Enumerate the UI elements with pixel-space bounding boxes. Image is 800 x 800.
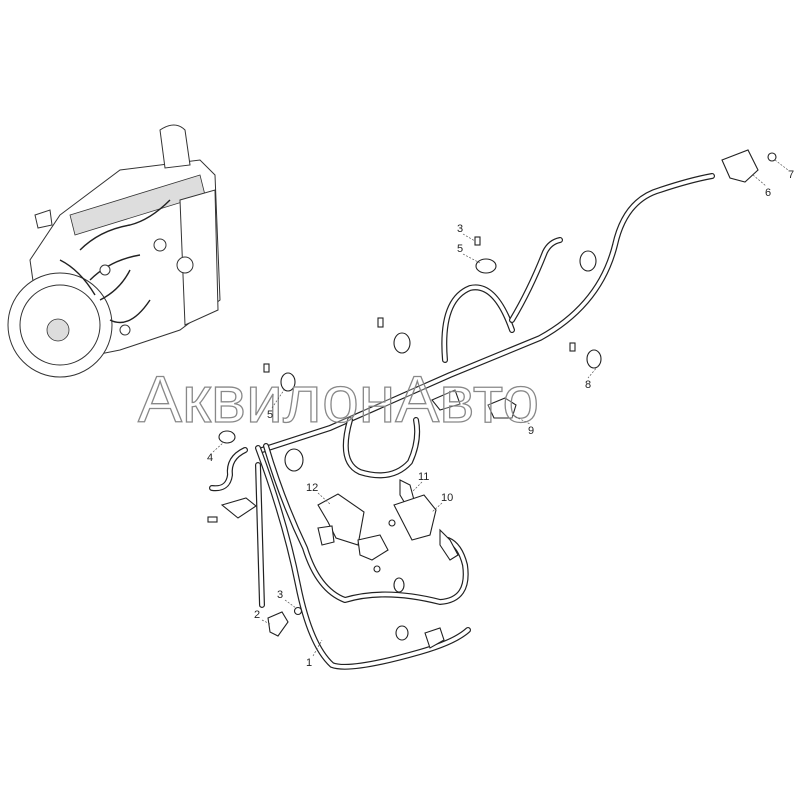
watermark: АквилонАвто bbox=[138, 362, 539, 436]
connector-10 bbox=[439, 528, 459, 561]
callout-11: 11 bbox=[418, 471, 429, 483]
callout-4: 4 bbox=[207, 452, 213, 464]
bolt-3-bottom bbox=[293, 606, 303, 616]
callout-10: 10 bbox=[441, 492, 453, 504]
bracket-12 bbox=[317, 493, 365, 546]
bolt-mid bbox=[377, 317, 384, 328]
bolt-left bbox=[207, 516, 218, 523]
callout-7: 7 bbox=[788, 169, 794, 181]
wiring-harness bbox=[209, 173, 715, 670]
sensor-mid bbox=[357, 534, 389, 561]
sensor-left bbox=[220, 497, 257, 519]
sensor-9 bbox=[487, 397, 517, 419]
engine-illustration bbox=[7, 124, 221, 378]
bracket-10 bbox=[393, 494, 437, 541]
clamp-8 bbox=[586, 349, 602, 369]
leader-line bbox=[261, 619, 271, 625]
leader-line bbox=[774, 159, 789, 171]
callout-12: 12 bbox=[306, 482, 318, 494]
nut bbox=[388, 519, 396, 527]
leader-line bbox=[411, 481, 423, 493]
callout-1: 1 bbox=[306, 657, 312, 669]
connector-bottom bbox=[424, 627, 445, 649]
callout-5: 5 bbox=[267, 409, 273, 421]
callout-3: 3 bbox=[457, 223, 463, 235]
leader-line bbox=[587, 365, 599, 379]
clamp-bottom bbox=[395, 625, 409, 641]
callout-6: 6 bbox=[765, 187, 771, 199]
connector bbox=[431, 389, 461, 411]
leader-line bbox=[284, 599, 297, 609]
sensor-2 bbox=[267, 611, 289, 637]
clamp-5-top bbox=[475, 258, 497, 274]
clamp-low bbox=[393, 577, 405, 593]
bolt-8 bbox=[569, 342, 576, 352]
clamp-4 bbox=[218, 430, 236, 444]
callouts: 3 5 7 6 8 9 5 4 12 11 10 3 2 1 bbox=[207, 159, 794, 669]
leader-line bbox=[212, 441, 225, 453]
leader-line bbox=[312, 639, 323, 657]
parts bbox=[207, 149, 777, 649]
sensor-6 bbox=[721, 149, 759, 183]
bolt-3-top bbox=[474, 236, 481, 246]
grommet bbox=[284, 448, 304, 472]
callout-9: 9 bbox=[528, 425, 534, 437]
leader-line bbox=[317, 492, 331, 505]
nut bbox=[373, 565, 381, 573]
clamp-5-left bbox=[280, 372, 296, 392]
callout-8: 8 bbox=[585, 379, 591, 391]
leader-line bbox=[462, 233, 476, 242]
bolt-5-left bbox=[263, 363, 270, 373]
leader-line bbox=[271, 389, 285, 409]
clamp-ring bbox=[579, 250, 597, 272]
connector-left bbox=[317, 525, 335, 546]
callout-5: 5 bbox=[457, 243, 463, 255]
clamp-mid bbox=[393, 332, 411, 354]
callout-3: 3 bbox=[277, 589, 283, 601]
callout-2: 2 bbox=[254, 609, 260, 621]
nut-7 bbox=[767, 152, 777, 162]
leader-line bbox=[431, 502, 443, 513]
leader-line bbox=[752, 174, 767, 187]
